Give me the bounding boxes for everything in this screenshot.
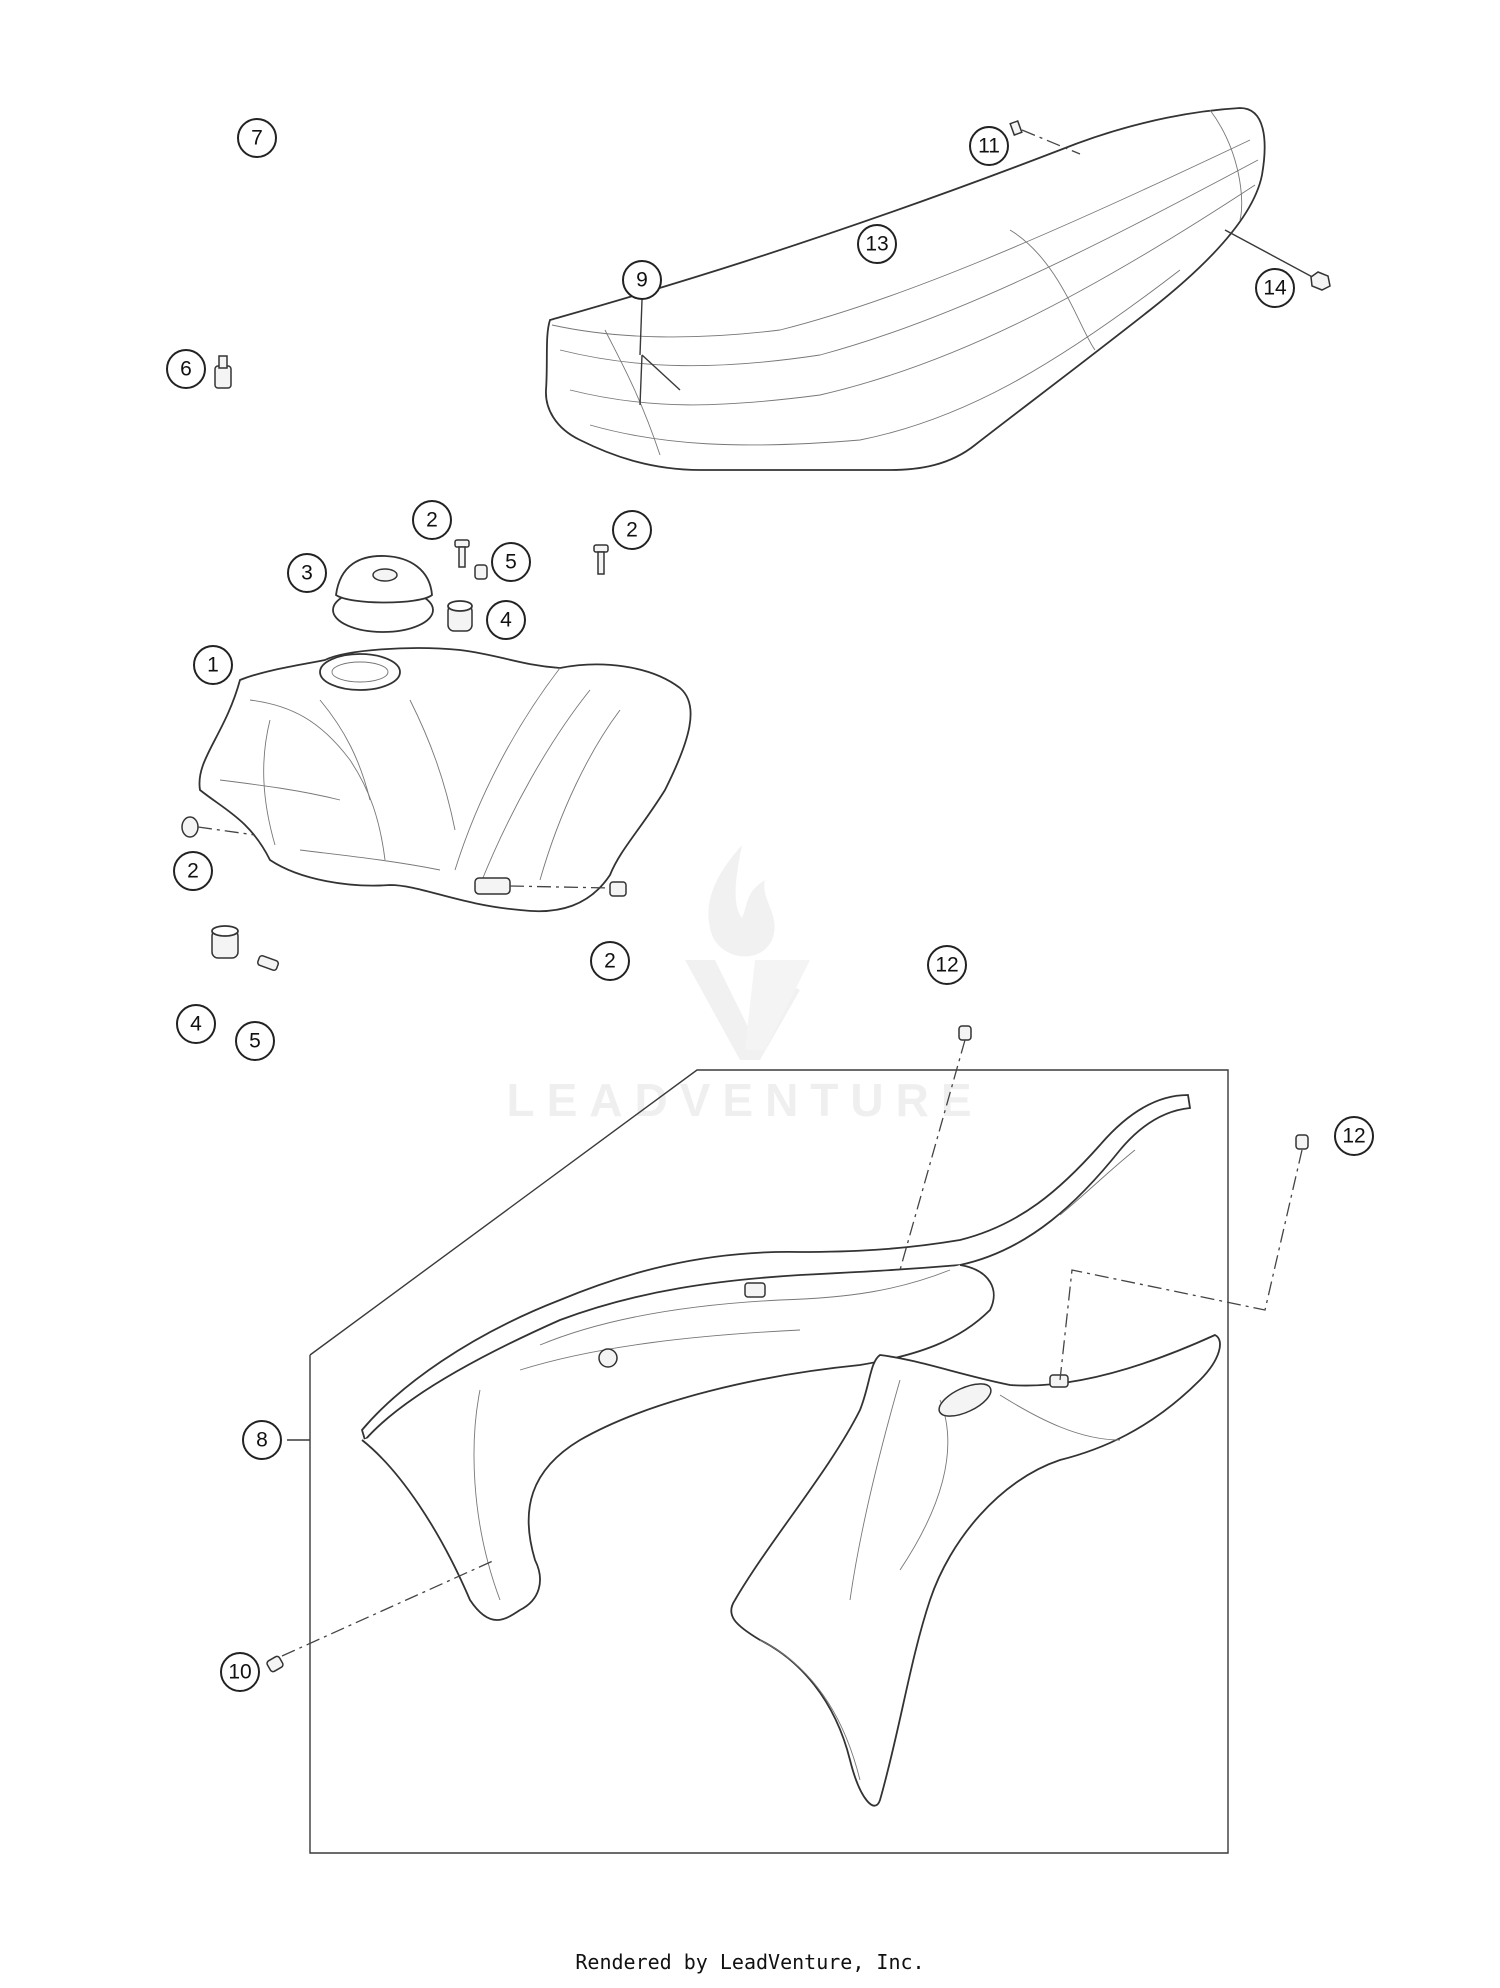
svg-text:4: 4 <box>500 609 512 632</box>
fuel-filler-cap <box>332 555 434 633</box>
callout-6: 6 <box>166 349 206 389</box>
tank-screw-upper-right <box>593 544 609 575</box>
collar-sleeve-upper <box>474 564 488 580</box>
cover-nut-center <box>899 1025 972 1271</box>
svg-text:13: 13 <box>865 233 888 256</box>
right-side-cover <box>730 1334 1221 1807</box>
svg-text:2: 2 <box>187 860 199 883</box>
valve-fitting <box>214 355 232 389</box>
svg-text:2: 2 <box>604 950 616 973</box>
leadventure-watermark-logo: LEADVENTURE <box>506 845 983 1126</box>
callout-11: 11 <box>969 126 1009 166</box>
svg-text:14: 14 <box>1263 277 1287 300</box>
cover-screw-lower <box>266 1559 496 1673</box>
seat <box>545 107 1266 471</box>
callout-2-tank-right: 2 <box>590 941 630 981</box>
callout-2-upper-left: 2 <box>412 500 452 540</box>
assembly-frame <box>309 1069 1229 1854</box>
svg-text:3: 3 <box>301 562 313 585</box>
seat-screw <box>1009 120 1081 155</box>
callout-8: 8 <box>242 1420 282 1460</box>
svg-text:5: 5 <box>249 1030 261 1053</box>
svg-text:8: 8 <box>256 1429 268 1452</box>
cover-nut-right <box>1059 1134 1309 1381</box>
svg-text:6: 6 <box>180 358 192 381</box>
leader-line-9a <box>639 299 643 356</box>
svg-text:2: 2 <box>426 509 438 532</box>
leader-line-9c <box>639 354 643 406</box>
svg-text:11: 11 <box>978 135 1000 158</box>
callout-2-upper-right: 2 <box>612 510 652 550</box>
vent-hose <box>211 173 356 339</box>
callout-12-right: 12 <box>1334 1116 1374 1156</box>
callout-4-upper: 4 <box>486 600 526 640</box>
svg-text:12: 12 <box>1342 1125 1365 1148</box>
svg-text:12: 12 <box>935 954 958 977</box>
callout-5-lower: 5 <box>235 1021 275 1061</box>
seat-bolt <box>1224 229 1331 291</box>
callout-7: 7 <box>237 118 277 158</box>
callout-9: 9 <box>622 260 662 300</box>
svg-text:10: 10 <box>228 1661 251 1684</box>
footer-credit: Rendered by LeadVenture, Inc. <box>575 1950 925 1974</box>
callout-12-center: 12 <box>927 945 967 985</box>
callout-5-upper: 5 <box>491 542 531 582</box>
svg-text:5: 5 <box>505 551 517 574</box>
left-side-cover <box>360 1094 1192 1621</box>
callout-13: 13 <box>857 224 897 264</box>
callout-10: 10 <box>220 1652 260 1692</box>
tank-screw-left <box>181 816 256 838</box>
leader-line-9b <box>641 354 681 391</box>
rubber-bushing-lower <box>211 925 239 959</box>
svg-text:4: 4 <box>190 1013 202 1036</box>
watermark-text: LEADVENTURE <box>506 1074 983 1126</box>
collar-sleeve-lower <box>256 954 280 972</box>
callout-4-lower: 4 <box>176 1004 216 1044</box>
callout-14: 14 <box>1255 268 1295 308</box>
fuel-tank <box>198 647 692 913</box>
callout-3: 3 <box>287 553 327 593</box>
callout-2-tank-left: 2 <box>173 851 213 891</box>
svg-text:1: 1 <box>207 654 219 677</box>
rubber-bushing-upper <box>447 600 473 632</box>
tank-screw-upper-left <box>454 539 470 568</box>
svg-text:7: 7 <box>251 127 263 150</box>
svg-text:9: 9 <box>636 269 648 292</box>
tank-screw-right <box>509 881 627 897</box>
callout-1: 1 <box>193 645 233 685</box>
svg-text:2: 2 <box>626 519 638 542</box>
